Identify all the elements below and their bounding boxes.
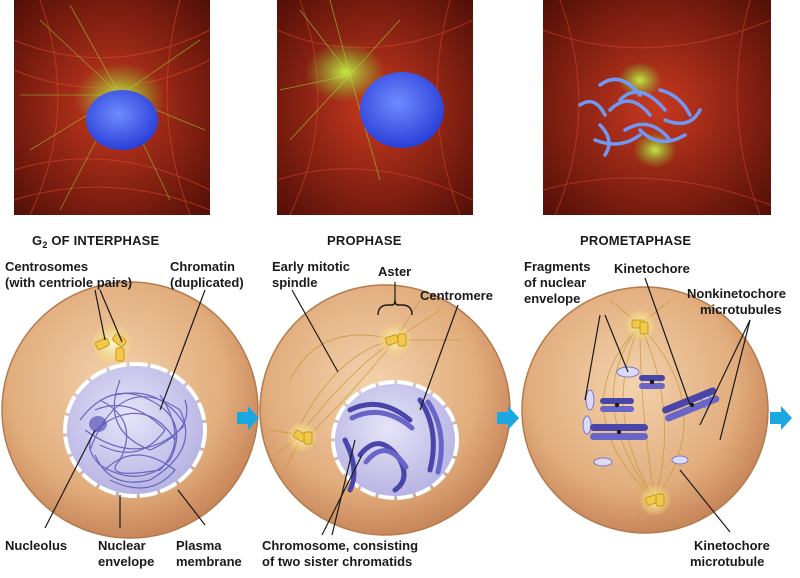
cell-prophase <box>259 284 511 536</box>
cell-interphase <box>1 281 259 539</box>
label-chromatin-sub: (duplicated) <box>170 275 244 290</box>
micrograph-interphase <box>13 0 211 216</box>
label-centrosomes: Centrosomes <box>5 259 88 274</box>
chromosomes <box>342 397 444 493</box>
label-kinetochore-microtubule-sub: microtubule <box>690 554 764 569</box>
label-centromere: Centromere <box>420 288 493 303</box>
label-chromosome-sub: of two sister chromatids <box>262 554 412 569</box>
chromatin <box>79 379 188 489</box>
centriole <box>655 493 665 507</box>
label-fragments: Fragments <box>524 259 590 274</box>
label-chromatin: Chromatin <box>170 259 235 274</box>
label-nucleolus: Nucleolus <box>5 538 67 553</box>
micrograph-prophase <box>276 0 474 216</box>
label-fragments-sub1: of nuclear <box>524 275 586 290</box>
right-arrow-icon <box>497 406 519 430</box>
centriole <box>95 337 110 351</box>
micrograph-prometaphase <box>542 0 772 216</box>
kinetochores <box>614 379 695 435</box>
labels-prometaphase: Fragments of nuclear envelope Kinetochor… <box>524 259 786 569</box>
label-plasma-membrane: Plasma <box>176 538 222 553</box>
right-arrow-icon <box>770 406 792 430</box>
label-kinetochore: Kinetochore <box>614 261 690 276</box>
nucleolus <box>89 416 107 432</box>
centriole <box>397 333 407 347</box>
label-chromosome: Chromosome, consisting <box>262 538 418 553</box>
label-plasma-membrane-sub: membrane <box>176 554 242 569</box>
label-kinetochore-microtubule: Kinetochore <box>694 538 770 553</box>
label-fragments-sub2: envelope <box>524 291 580 306</box>
label-aster: Aster <box>378 264 411 279</box>
centriole <box>303 431 313 445</box>
leader-lines <box>44 277 751 536</box>
label-nuclear-envelope: Nuclear <box>98 538 146 553</box>
nuclear-envelope <box>63 362 207 498</box>
label-early-spindle-sub: spindle <box>272 275 318 290</box>
centriole <box>112 333 127 348</box>
label-nonkinetochore-sub: microtubules <box>700 302 782 317</box>
label-nuclear-envelope-sub: envelope <box>98 554 154 569</box>
stage-title-prophase: PROPHASE <box>327 233 402 248</box>
plasma-membrane <box>521 286 769 534</box>
label-early-spindle: Early mitotic <box>272 259 350 274</box>
stage-title-interphase: G2 OF INTERPHASE <box>32 233 160 250</box>
chromosomes <box>590 375 720 440</box>
labels-prophase: Early mitotic spindle Aster Centromere C… <box>262 259 493 569</box>
label-centrosomes-sub: (with centriole pairs) <box>5 275 132 290</box>
labels-interphase: Centrosomes (with centriole pairs) Chrom… <box>5 259 244 569</box>
centriole <box>639 321 649 335</box>
centriole <box>115 347 125 362</box>
label-nonkinetochore: Nonkinetochore <box>687 286 786 301</box>
cell-prometaphase <box>521 286 769 534</box>
stage-title-prometaphase: PROMETAPHASE <box>580 233 691 248</box>
right-arrow-icon <box>237 406 259 430</box>
